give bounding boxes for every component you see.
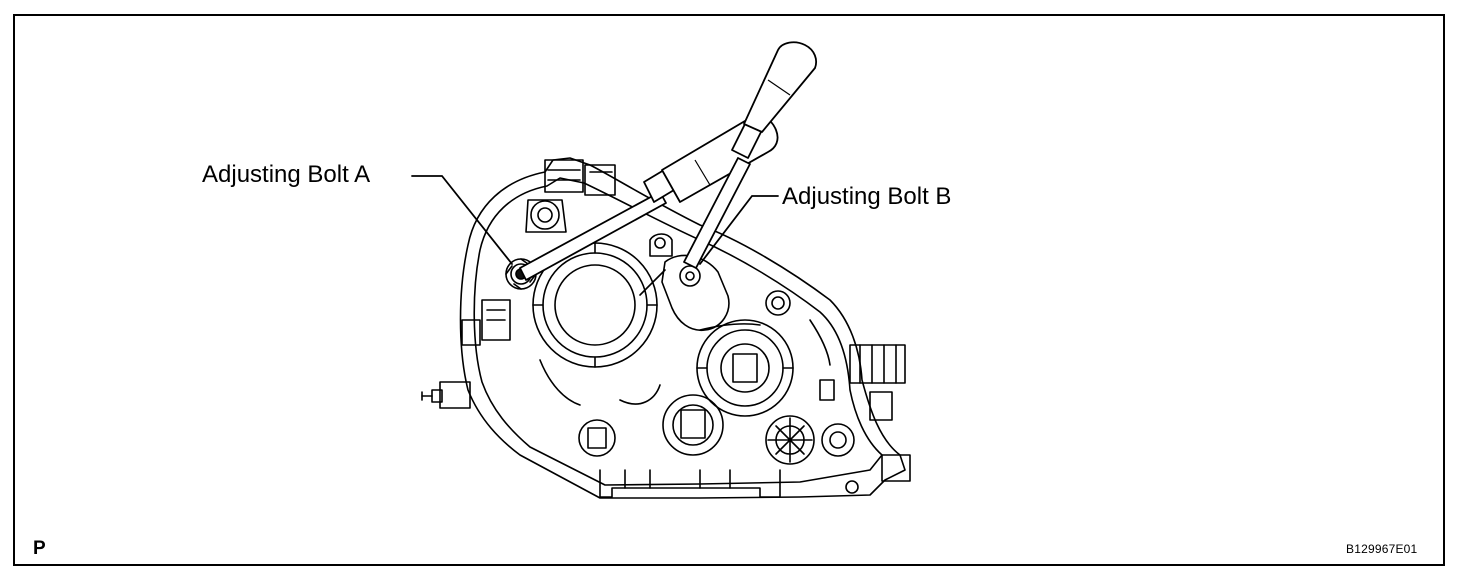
left-bracket: [481, 299, 511, 341]
right-boss: [765, 290, 791, 316]
screwdriver-upright-handle: [743, 41, 818, 133]
corner-mark: P: [33, 538, 46, 559]
callout-adjusting-bolt-a: Adjusting Bolt A: [202, 161, 371, 188]
screwdriver-upright: [683, 41, 818, 269]
right-connector: [849, 344, 906, 384]
aux-socket: [765, 415, 815, 465]
lower-left-socket: [578, 419, 616, 457]
upper-left-boss: [530, 200, 560, 230]
lower-center-socket: [662, 394, 724, 456]
callout-adjusting-bolt-b: Adjusting Bolt B: [782, 183, 952, 210]
bottom-tab: [599, 469, 781, 498]
screwdriver-upright-shaft: [683, 157, 751, 269]
figure-code: B129967E01: [1346, 542, 1418, 556]
leader-line-bolt-b: [699, 195, 779, 265]
right-lower-boss: [821, 423, 855, 457]
diagram-frame: [13, 14, 1445, 566]
top-vent: [544, 159, 584, 193]
leader-line-bolt-a: [411, 175, 513, 265]
adjusting-bolt-b: [679, 265, 701, 287]
screwdriver-long-shaft: [519, 191, 667, 281]
left-connector: [439, 381, 471, 409]
